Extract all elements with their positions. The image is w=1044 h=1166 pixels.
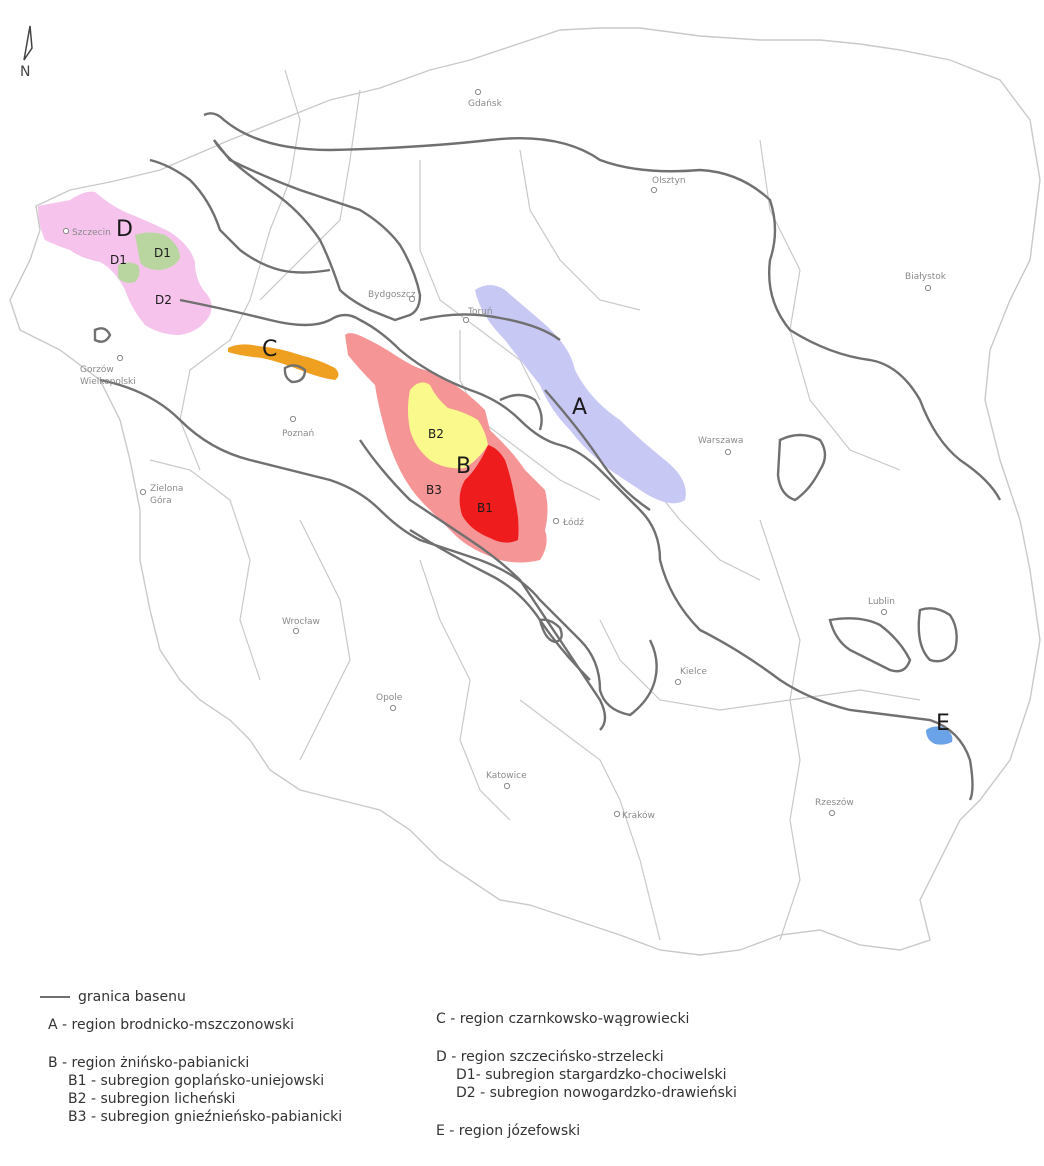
city-warszawa-label: Warszawa <box>698 436 743 446</box>
city-marker <box>674 678 682 686</box>
subregion-d2-label: D2 <box>155 293 172 307</box>
legend-basin-label: granica basenu <box>78 989 186 1005</box>
city-marker <box>408 295 416 303</box>
city-marker <box>62 227 70 235</box>
legend-left: granica basenu A - region brodnicko-mszc… <box>40 988 480 1126</box>
region-a-area <box>475 285 686 504</box>
basin-boundaries <box>93 112 1002 801</box>
city-zielona-line1: Zielona <box>150 484 183 494</box>
region-e-letter: E <box>936 711 950 736</box>
city-bydgoszcz-label: Bydgoszcz <box>368 290 416 300</box>
city-gorzow-label: Gorzów Wielkopolski <box>80 364 136 387</box>
region-b-letter: B <box>456 454 471 479</box>
subregion-labels: B1 B2 B3 D1 D1 D2 <box>110 246 493 515</box>
region-c-letter: C <box>262 337 277 362</box>
city-marker <box>924 284 932 292</box>
subregion-b3-label: B3 <box>426 483 442 497</box>
region-e-area <box>926 726 953 745</box>
region-a-letter: A <box>572 395 587 420</box>
legend-c-item: C - region czarnkowsko-wągrowiecki <box>436 1011 690 1027</box>
legend-e-item: E - region józefowski <box>436 1123 581 1139</box>
city-marker <box>462 316 470 324</box>
subregion-b1-label: B1 <box>477 501 493 515</box>
legend-b3-item: B3 - subregion gnieźnieńsko-pabianicki <box>68 1109 343 1125</box>
city-katowice-label: Katowice <box>486 771 527 781</box>
city-krakow-label: Kraków <box>622 810 655 821</box>
city-gdansk-label: Gdańsk <box>468 99 503 109</box>
city-markers: Gdańsk Olsztyn Szczecin Bydgoszcz Toruń … <box>62 88 947 821</box>
subregion-d1-west-area <box>118 262 140 283</box>
region-c-area <box>228 344 339 380</box>
city-opole-label: Opole <box>376 693 403 703</box>
city-marker <box>724 448 732 456</box>
city-kielce-label: Kielce <box>680 667 707 677</box>
legend-basin-item: granica basenu <box>40 988 480 1006</box>
city-marker <box>289 415 297 423</box>
poland-border <box>9 27 1041 956</box>
legend-a-item: A - region brodnicko-mszczonowski <box>48 1017 295 1033</box>
city-zielona-gora-label: Zielona Góra <box>150 484 186 506</box>
city-wroclaw-label: Wrocław <box>282 617 320 627</box>
basin-line-swatch <box>40 996 70 998</box>
legend-d2-item: D2 - subregion nowogardzko-drawieński <box>456 1085 737 1101</box>
city-marker <box>474 88 482 96</box>
city-marker <box>139 488 147 496</box>
city-marker <box>613 810 621 818</box>
city-lublin-label: Lublin <box>868 597 895 607</box>
north-label: N <box>20 64 30 80</box>
city-bialystok-label: Białystok <box>905 272 947 282</box>
subregion-d1-area <box>135 232 180 270</box>
north-arrow-icon: N <box>20 25 33 80</box>
city-szczecin-label: Szczecin <box>72 228 111 238</box>
city-marker <box>292 627 300 635</box>
subregion-d1-west-label: D1 <box>110 253 127 267</box>
city-marker <box>650 186 658 194</box>
subregion-b1-area <box>459 445 519 543</box>
city-rzeszow-label: Rzeszów <box>815 797 854 808</box>
subregion-d1-label: D1 <box>154 246 171 260</box>
legend-b-item: B - region żnińsko-pabianicki <box>48 1055 250 1071</box>
city-marker <box>389 704 397 712</box>
city-marker <box>880 608 888 616</box>
city-marker <box>828 809 836 817</box>
legend-d-item: D - region szczecińsko-strzelecki <box>436 1049 664 1065</box>
subregion-b2-area <box>408 382 488 469</box>
legend-right: C - region czarnkowsko-wągrowiecki D - r… <box>436 1010 996 1140</box>
region-letters: A B C D E <box>116 217 950 736</box>
subregion-b2-label: B2 <box>428 427 444 441</box>
legend-b2-item: B2 - subregion licheński <box>68 1091 236 1107</box>
city-poznan-label: Poznań <box>282 429 314 439</box>
city-lodz-label: Łódź <box>562 517 584 528</box>
region-d-letter: D <box>116 217 133 242</box>
legend-d1-item: D1- subregion stargardzko-chociwelski <box>456 1067 727 1083</box>
city-olsztyn-label: Olsztyn <box>652 176 686 186</box>
city-marker <box>503 782 511 790</box>
city-torun-label: Toruń <box>467 307 493 317</box>
voivodeship-boundaries <box>149 69 921 941</box>
city-gorzow-line2: Wielkopolski <box>80 377 136 387</box>
subregion-b3-area <box>400 470 460 520</box>
city-gorzow-line1: Gorzów <box>80 364 114 375</box>
city-zielona-line2: Góra <box>150 495 172 506</box>
city-marker <box>552 517 560 525</box>
city-marker <box>116 354 124 362</box>
legend-b1-item: B1 - subregion goplańsko-uniejowski <box>68 1073 325 1089</box>
